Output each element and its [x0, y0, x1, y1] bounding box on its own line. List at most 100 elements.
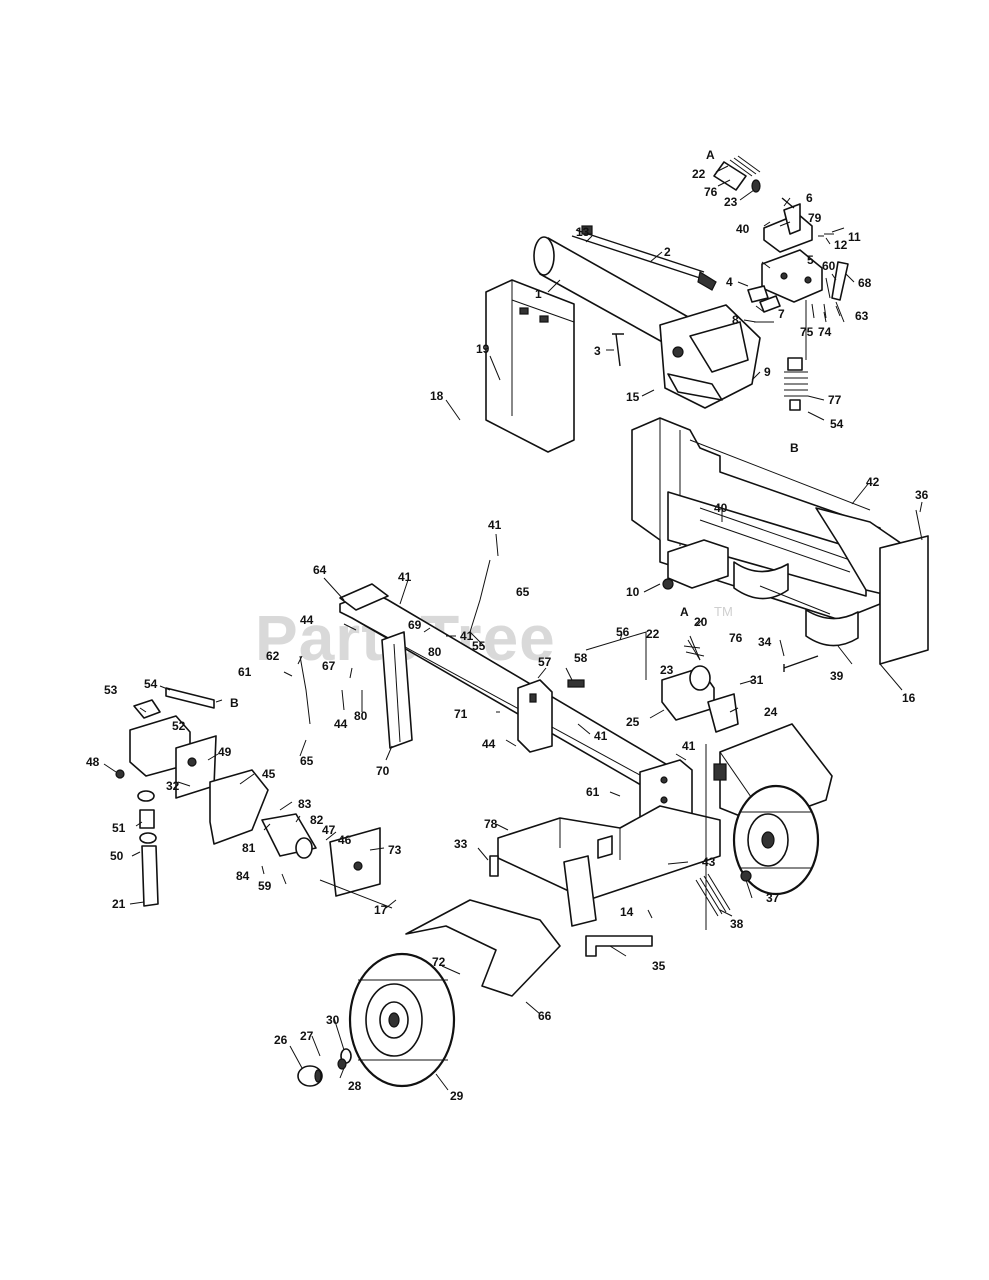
label-61-1: 61 — [238, 665, 252, 679]
label-69: 69 — [408, 618, 422, 632]
front-fender — [405, 899, 561, 997]
label-83: 83 — [298, 797, 312, 811]
hydraulic-cylinder — [533, 236, 761, 409]
label-20: 20 — [694, 615, 708, 629]
label-38: 38 — [730, 917, 744, 931]
label-79: 79 — [808, 211, 822, 225]
label-57: 57 — [538, 655, 552, 669]
control-valve — [747, 203, 849, 360]
label-71: 71 — [454, 707, 468, 721]
label-17: 17 — [374, 903, 388, 917]
label-84: 84 — [236, 869, 250, 883]
label-70: 70 — [376, 764, 390, 778]
label-37: 37 — [766, 891, 780, 905]
beam-bracket — [662, 539, 729, 590]
pump-coupling — [137, 790, 159, 907]
label-40-1: 40 — [736, 222, 750, 236]
label-75: 75 — [800, 325, 814, 339]
label-8: 8 — [732, 313, 739, 327]
label-41-2: 41 — [398, 570, 412, 584]
label-27: 27 — [300, 1029, 314, 1043]
cylinder-mount-bracket — [485, 279, 575, 453]
label-44-3: 44 — [482, 737, 496, 751]
label-21: 21 — [112, 897, 126, 911]
label-10: 10 — [626, 585, 640, 599]
label-25: 25 — [626, 715, 640, 729]
label-14: 14 — [620, 905, 634, 919]
label-34: 34 — [758, 635, 772, 649]
label-73: 73 — [388, 843, 402, 857]
label-19: 19 — [476, 342, 490, 356]
label-48: 48 — [86, 755, 100, 769]
label-6: 6 — [806, 191, 813, 205]
label-B-2: B — [230, 696, 239, 710]
label-16: 16 — [902, 691, 916, 705]
wheel-nut — [337, 1058, 347, 1070]
label-76-2: 76 — [729, 631, 743, 645]
label-A-2: A — [680, 605, 689, 619]
label-53: 53 — [104, 683, 118, 697]
label-3: 3 — [594, 344, 601, 358]
label-35: 35 — [652, 959, 666, 973]
tongue-chain — [299, 559, 491, 725]
label-74: 74 — [818, 325, 832, 339]
label-50: 50 — [110, 849, 124, 863]
tongue-bracket — [517, 679, 553, 753]
hydraulic-tank-fitting — [683, 639, 739, 781]
label-65-2: 65 — [300, 754, 314, 768]
label-81: 81 — [242, 841, 256, 855]
label-59: 59 — [258, 879, 272, 893]
axle-frame — [497, 805, 721, 927]
label-63: 63 — [855, 309, 869, 323]
label-4: 4 — [726, 275, 733, 289]
label-12: 12 — [834, 238, 848, 252]
label-41-3: 41 — [460, 629, 474, 643]
label-42: 42 — [866, 475, 880, 489]
label-41-5: 41 — [682, 739, 696, 753]
pin-bolt — [489, 855, 499, 877]
label-5: 5 — [807, 253, 814, 267]
leader-lines — [103, 165, 923, 1091]
cylinder-pin — [612, 333, 624, 367]
label-32: 32 — [166, 779, 180, 793]
label-30: 30 — [326, 1013, 340, 1027]
label-55: 55 — [472, 639, 486, 653]
label-41-4: 41 — [594, 729, 608, 743]
label-39: 39 — [830, 669, 844, 683]
label-78: 78 — [484, 817, 498, 831]
label-31: 31 — [750, 673, 764, 687]
label-2: 2 — [664, 245, 671, 259]
label-28: 28 — [348, 1079, 362, 1093]
label-52: 52 — [172, 719, 186, 733]
label-9: 9 — [764, 365, 771, 379]
jack-stand — [585, 935, 653, 957]
latch-spring — [567, 679, 585, 688]
end-plate — [879, 509, 929, 665]
label-23-1: 23 — [724, 195, 738, 209]
label-B-1: B — [790, 441, 799, 455]
coupling-guard — [209, 769, 269, 845]
hydraulic-hose — [571, 225, 717, 291]
label-62: 62 — [266, 649, 280, 663]
beam-pin — [783, 655, 819, 672]
label-76-1: 76 — [704, 185, 718, 199]
wheel-left — [348, 952, 456, 1088]
label-54-1: 54 — [830, 417, 844, 431]
label-29: 29 — [450, 1089, 464, 1103]
label-A-1: A — [706, 148, 715, 162]
valve-hose-fitting-bottom — [784, 357, 808, 411]
label-13: 13 — [576, 225, 590, 239]
label-77: 77 — [828, 393, 842, 407]
label-46: 46 — [338, 833, 352, 847]
hydraulic-pump — [115, 687, 217, 799]
label-68: 68 — [858, 276, 872, 290]
label-1: 1 — [535, 287, 542, 301]
label-67: 67 — [322, 659, 336, 673]
hydraulic-filter — [661, 665, 715, 721]
label-44-2: 44 — [334, 717, 348, 731]
label-54-2: 54 — [144, 677, 158, 691]
label-66: 66 — [538, 1009, 552, 1023]
label-36: 36 — [915, 488, 929, 502]
label-23-2: 23 — [660, 663, 674, 677]
